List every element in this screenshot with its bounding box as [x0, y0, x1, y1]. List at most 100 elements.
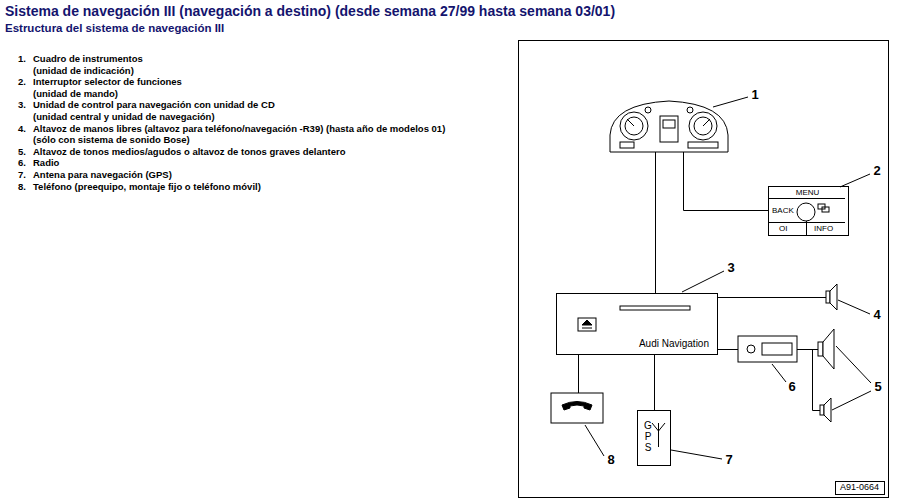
selector-switch-detail — [806, 221, 807, 236]
diagram-frame — [519, 41, 889, 498]
list-number: 1. — [18, 54, 26, 64]
list-text: (unidad central y unidad de navegación) — [33, 112, 215, 122]
list-text: (unidad de indicación) — [33, 66, 134, 76]
instrument-cluster — [645, 107, 651, 113]
cd-unit-detail — [578, 306, 690, 331]
wire — [655, 152, 656, 293]
callout-number: 4 — [873, 308, 880, 322]
callout-number: 2 — [873, 164, 880, 178]
speaker-symbol — [818, 284, 837, 422]
selector-switch-box: MENU BACK OI INFO — [768, 186, 849, 236]
drawing-number-box: A91-0664 — [835, 481, 885, 495]
radio-symbol — [738, 336, 797, 362]
wire — [718, 297, 826, 298]
list-text: Unidad de control para navegación con un… — [33, 100, 275, 110]
callout-number: 7 — [725, 453, 732, 467]
speaker-symbol — [826, 291, 830, 303]
list-text: Altavoz de manos libres (altavoz para te… — [33, 124, 445, 134]
wire — [579, 152, 827, 411]
callout-number: 8 — [607, 453, 614, 467]
list-number: 8. — [18, 182, 26, 192]
wire — [797, 349, 818, 350]
list-number: 6. — [18, 158, 26, 168]
instrument-cluster — [687, 107, 693, 113]
wire — [578, 355, 579, 393]
callout-number: 1 — [751, 88, 758, 102]
telephone-symbol — [551, 393, 603, 423]
cd-unit-detail — [582, 328, 592, 329]
instrument-cluster — [620, 142, 634, 148]
radio-symbol — [738, 336, 797, 362]
leader-line — [713, 97, 748, 107]
leader-line — [836, 346, 871, 383]
list-text: (sólo con sistema de sonido Bose) — [33, 135, 190, 145]
instrument-cluster — [688, 142, 718, 148]
diagram-frame — [519, 41, 889, 498]
wire — [684, 152, 769, 211]
cd-unit-detail — [620, 306, 690, 310]
node-text: OI — [779, 225, 787, 234]
list-text: Interruptor selector de funciones — [33, 77, 182, 87]
leader-line — [585, 425, 604, 456]
instrument-cluster — [625, 117, 643, 135]
navigation-unit-box: Audi Navigation — [556, 293, 718, 355]
wire — [718, 349, 738, 350]
node-text: Audi Navigation — [639, 338, 709, 349]
subtitle: Estructura del sistema de navegación III — [5, 22, 224, 35]
selector-switch-detail — [768, 198, 845, 199]
instrument-cluster — [689, 112, 717, 140]
instrument-cluster — [663, 120, 675, 128]
list-number: 5. — [18, 147, 26, 157]
callout-number: 5 — [874, 380, 881, 394]
gps-antenna-box: GPS — [637, 410, 671, 466]
node-text: GPS — [643, 420, 653, 453]
telephone-symbol — [562, 402, 592, 411]
selector-switch-detail — [797, 203, 815, 221]
leader-line — [585, 97, 871, 459]
speaker-symbol — [830, 284, 837, 310]
list-number: 2. — [18, 77, 26, 87]
speaker-symbol — [820, 405, 824, 415]
leader-line — [671, 450, 722, 459]
list-number: 3. — [18, 100, 26, 110]
cd-unit-detail — [582, 320, 592, 325]
list-text: Cuadro de instrumentos — [33, 54, 143, 64]
list-text: Teléfono (preequipo, montaje fijo o telé… — [33, 182, 261, 192]
speaker-symbol — [818, 342, 823, 356]
speaker-symbol — [824, 398, 831, 422]
instrument-cluster — [660, 116, 678, 142]
callout-number: 6 — [788, 380, 795, 394]
leader-line — [682, 271, 724, 292]
selector-switch-detail — [822, 207, 829, 212]
instrument-cluster — [627, 119, 634, 126]
instrument-cluster — [610, 101, 728, 152]
list-text: (unidad de mando) — [33, 89, 118, 99]
leader-line — [772, 364, 786, 382]
node-text: INFO — [814, 225, 833, 234]
antenna-symbol — [658, 423, 659, 447]
callout-number: 3 — [727, 261, 734, 275]
selector-switch-detail — [768, 199, 845, 237]
instrument-cluster — [694, 117, 712, 135]
list-number: 7. — [18, 170, 26, 180]
list-text: Radio — [33, 158, 59, 168]
instrument-cluster — [610, 101, 728, 152]
leader-line — [832, 391, 871, 410]
node-text: MENU — [769, 189, 846, 198]
antenna-symbol — [652, 423, 665, 431]
connector-line — [654, 355, 655, 410]
cd-unit-detail — [578, 318, 596, 331]
node-text: A91-0664 — [840, 483, 879, 493]
speaker-symbol — [823, 329, 834, 369]
wire — [813, 350, 821, 411]
node-text: BACK — [772, 207, 794, 216]
list-number: 4. — [18, 124, 26, 134]
telephone-symbol — [551, 393, 603, 423]
radio-symbol — [762, 343, 792, 355]
list-text: Antena para navegación (GPS) — [33, 170, 172, 180]
leader-line — [838, 300, 870, 314]
antenna-symbol — [652, 423, 665, 447]
instrument-cluster — [620, 112, 648, 140]
